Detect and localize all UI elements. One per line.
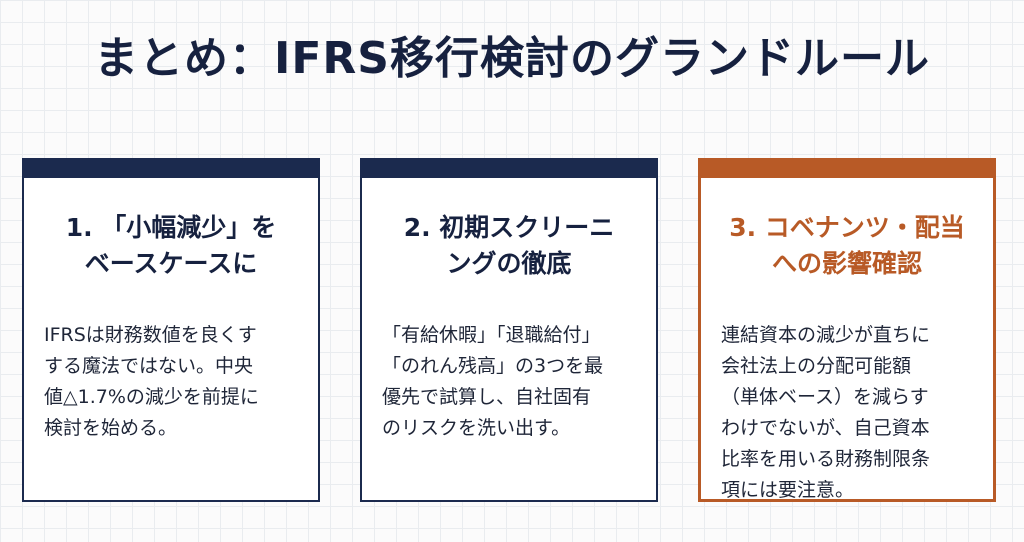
card-body-line: IFRSは財務数値を良くす bbox=[44, 324, 257, 346]
card-heading-line: への影響確認 bbox=[771, 249, 922, 278]
card-body-line: 優先で試算し、自社固有 bbox=[382, 386, 592, 408]
card-heading-line: ングの徹底 bbox=[446, 249, 572, 278]
card-heading-line: ベースケースに bbox=[84, 249, 258, 278]
card-body-line: 「のれん残高」の3つを最 bbox=[382, 355, 604, 377]
card-screening: 2. 初期スクリーニ ングの徹底 「有給休暇」「退職給付」 「のれん残高」の3つ… bbox=[360, 158, 658, 502]
card-heading-line: 3. コベナンツ・配当 bbox=[729, 213, 965, 242]
card-heading-line: 1. 「小幅減少」を bbox=[65, 213, 277, 242]
card-heading: 2. 初期スクリーニ ングの徹底 bbox=[362, 210, 656, 282]
card-heading: 1. 「小幅減少」を ベースケースに bbox=[24, 210, 318, 282]
card-heading-line: 2. 初期スクリーニ bbox=[403, 213, 615, 242]
card-body-line: 比率を用いる財務制限条 bbox=[721, 448, 931, 470]
card-body-line: 項には要注意。 bbox=[721, 479, 855, 501]
card-body-line: のリスクを洗い出す。 bbox=[382, 417, 571, 439]
card-body-line: わけでないが、自己資本 bbox=[721, 417, 930, 439]
page-title: まとめ：IFRS移行検討のグランドルール bbox=[94, 33, 930, 84]
card-body-line: 会社法上の分配可能額 bbox=[721, 355, 912, 377]
card-body: 連結資本の減少が直ちに 会社法上の分配可能額 （単体ベース）を減らす わけでない… bbox=[721, 320, 983, 506]
card-body-line: 「有給休暇」「退職給付」 bbox=[382, 324, 601, 346]
card-body-line: 連結資本の減少が直ちに bbox=[721, 324, 931, 346]
card-body-line: 検討を始める。 bbox=[44, 417, 178, 439]
card-body-line: （単体ベース）を減らす bbox=[721, 386, 929, 408]
card-covenant: 3. コベナンツ・配当 への影響確認 連結資本の減少が直ちに 会社法上の分配可能… bbox=[698, 158, 996, 502]
card-heading: 3. コベナンツ・配当 への影響確認 bbox=[701, 210, 993, 282]
card-body: 「有給休暇」「退職給付」 「のれん残高」の3つを最 優先で試算し、自社固有 のリ… bbox=[382, 320, 644, 444]
card-body-line: 値△1.7%の減少を前提に bbox=[44, 386, 259, 408]
card-body-line: する魔法ではない。中央 bbox=[44, 355, 254, 377]
card-baseline: 1. 「小幅減少」を ベースケースに IFRSは財務数値を良くす する魔法ではな… bbox=[22, 158, 320, 502]
card-body: IFRSは財務数値を良くす する魔法ではない。中央 値△1.7%の減少を前提に … bbox=[44, 320, 306, 444]
